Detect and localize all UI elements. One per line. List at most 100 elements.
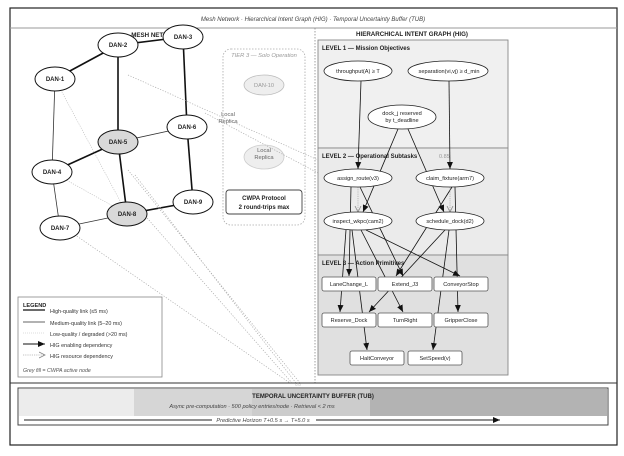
hig-enabling-edge <box>337 229 347 313</box>
hig-enabling-edge <box>368 229 446 313</box>
hig-node-throughput-label: throughput(A) ≥ T <box>336 69 380 75</box>
hig-node-throughput[interactable] <box>323 60 393 82</box>
hig-enabling-edge <box>407 128 445 213</box>
legend-label-medium: Medium-quality link (5–20 ms) <box>50 321 122 327</box>
cross-link <box>139 209 293 384</box>
hig-node-claim-fixture-label: claim_fixture(arm7) <box>426 176 474 182</box>
node-dan-4-label: DAN-4 <box>43 170 62 176</box>
cross-link <box>67 229 291 384</box>
legend-label-resource: HIG resource dependency <box>50 354 113 360</box>
node-dan-8[interactable] <box>106 201 148 227</box>
cwpa-line2: 2 round-trips max <box>239 205 290 211</box>
cwpa-line1: CWPA Protocol <box>242 196 286 202</box>
hig-action-label: GripperClose <box>445 318 478 324</box>
local-replica-label-line1: Local <box>221 112 235 118</box>
local-replica-node[interactable] <box>243 144 285 170</box>
hig-node-inspect-wkpc[interactable] <box>323 211 393 231</box>
node-dan-5-label: DAN-5 <box>109 140 128 146</box>
hig-action-reserve-dock[interactable] <box>321 312 377 328</box>
node-dan-10-label: DAN-10 <box>254 83 274 89</box>
hig-enabling-edge <box>355 80 362 170</box>
tub-horizon-label: Predictive Horizon T+0.5 s → T+5.0 s <box>216 418 309 424</box>
hig-heading: HIERARCHICAL INTENT GRAPH (HIG) <box>356 31 468 38</box>
hig-level1-label: LEVEL 1 — Mission Objectives <box>322 46 411 52</box>
node-dan-9[interactable] <box>172 189 214 215</box>
hig-enabling-edge <box>359 186 404 277</box>
hig-enabling-edge <box>346 186 353 277</box>
mesh-link-dan-3-dan-6 <box>182 36 188 128</box>
hig-action-lanechange-l[interactable] <box>321 276 377 292</box>
tub-segment-1 <box>19 389 134 416</box>
local-replica-node-line2: Replica <box>254 155 274 161</box>
cross-links <box>67 74 319 384</box>
node-dan-6-label: DAN-6 <box>178 125 197 131</box>
hig-node-inspect-wkpc-label: inspect_wkpc(cam2) <box>333 219 384 225</box>
hig-level2-band <box>317 147 509 256</box>
hig-enabling-edge <box>446 80 453 170</box>
hig-level2-label: LEVEL 2 — Operational Subtasks <box>322 154 418 160</box>
mesh-link-dan-1-dan-8 <box>54 78 128 215</box>
hig-action-setspeed-v[interactable] <box>407 350 463 366</box>
node-dan-7[interactable] <box>39 215 81 241</box>
node-dan-10[interactable] <box>243 74 285 96</box>
tub-title: TEMPORAL UNCERTAINTY BUFFER (TUB) <box>252 394 374 400</box>
node-dan-3-label: DAN-3 <box>174 35 193 41</box>
node-dan-7-label: DAN-7 <box>51 226 70 232</box>
hig-level1-band <box>317 39 509 149</box>
legend-label-enabling: HIG enabling dependency <box>50 343 113 349</box>
hig-enabling-edge <box>360 229 404 313</box>
hig-node-dock-reserved-line1: dock_j reserved <box>382 111 422 117</box>
node-dan-3[interactable] <box>162 24 204 50</box>
legend-note: Grey fill = CWPA active node <box>23 368 91 374</box>
legend-label-high: High-quality link (≤5 ms) <box>50 309 108 315</box>
cwpa-protocol-box <box>225 189 303 215</box>
tub-segment-4 <box>370 389 607 416</box>
hig-node-claim-fixture[interactable] <box>415 168 485 188</box>
tub-subtitle: Async pre-computation · 500 policy entri… <box>168 404 334 410</box>
hig-action-conveyorstop[interactable] <box>433 276 489 292</box>
hig-action-label: HaltConveyor <box>360 356 394 362</box>
hig-enabling-edge <box>365 229 461 277</box>
tier3-box <box>222 48 306 226</box>
mesh-link-dan-6-dan-9 <box>186 126 194 203</box>
node-dan-1[interactable] <box>34 66 76 92</box>
node-dan-8-label: DAN-8 <box>118 212 137 218</box>
hig-action-haltconveyor[interactable] <box>349 350 405 366</box>
hig-node-schedule-dock[interactable] <box>415 211 485 231</box>
tub-segment-3 <box>252 389 370 416</box>
mesh-heading: MESH NETWORK <box>131 32 183 39</box>
hig-action-label: Extend_J3 <box>392 282 418 288</box>
local-replica-label-line2: Replica <box>218 119 238 125</box>
hig-node-separation[interactable] <box>407 60 489 82</box>
local-replica-node-line1: Local <box>257 148 271 154</box>
hig-action-label: Reserve_Dock <box>331 318 368 324</box>
node-dan-1-label: DAN-1 <box>46 77 65 83</box>
cross-link <box>127 74 319 161</box>
node-dan-4[interactable] <box>31 159 73 185</box>
node-dan-6[interactable] <box>166 114 208 140</box>
hig-action-label: SetSpeed(v) <box>419 356 450 362</box>
hig-action-label: TurnRight <box>393 318 418 324</box>
legend-title: LEGEND <box>23 303 46 309</box>
tub-segment-2 <box>134 389 252 416</box>
hig-level2-overlay-value: 0.85 <box>439 154 450 160</box>
hig-action-label: LaneChange_L <box>330 282 368 288</box>
hig-action-turnright[interactable] <box>377 312 433 328</box>
hig-action-extend-j3[interactable] <box>377 276 433 292</box>
hig-node-assign-route-label: assign_route(v3) <box>337 176 379 182</box>
tier3-label: TIER 3 — Solo Operation <box>231 53 297 59</box>
hig-level3-label: LEVEL 3 — Action Primitives <box>322 261 405 267</box>
hig-node-dock-reserved[interactable] <box>367 104 437 130</box>
hig-enabling-edge <box>362 128 399 213</box>
cross-link <box>134 174 297 384</box>
legend-label-low: Low-quality / degraded (>20 ms) <box>50 332 128 338</box>
mesh-nodes: DAN-1DAN-2DAN-3DAN-4DAN-5DAN-6DAN-7DAN-8… <box>31 24 214 241</box>
node-dan-5[interactable] <box>97 129 139 155</box>
hig-action-gripperclose[interactable] <box>433 312 489 328</box>
node-dan-2[interactable] <box>97 32 139 58</box>
hig-node-schedule-dock-label: schedule_dock(d2) <box>426 219 473 225</box>
outer-frame <box>9 7 618 446</box>
hig-node-assign-route[interactable] <box>323 168 393 188</box>
